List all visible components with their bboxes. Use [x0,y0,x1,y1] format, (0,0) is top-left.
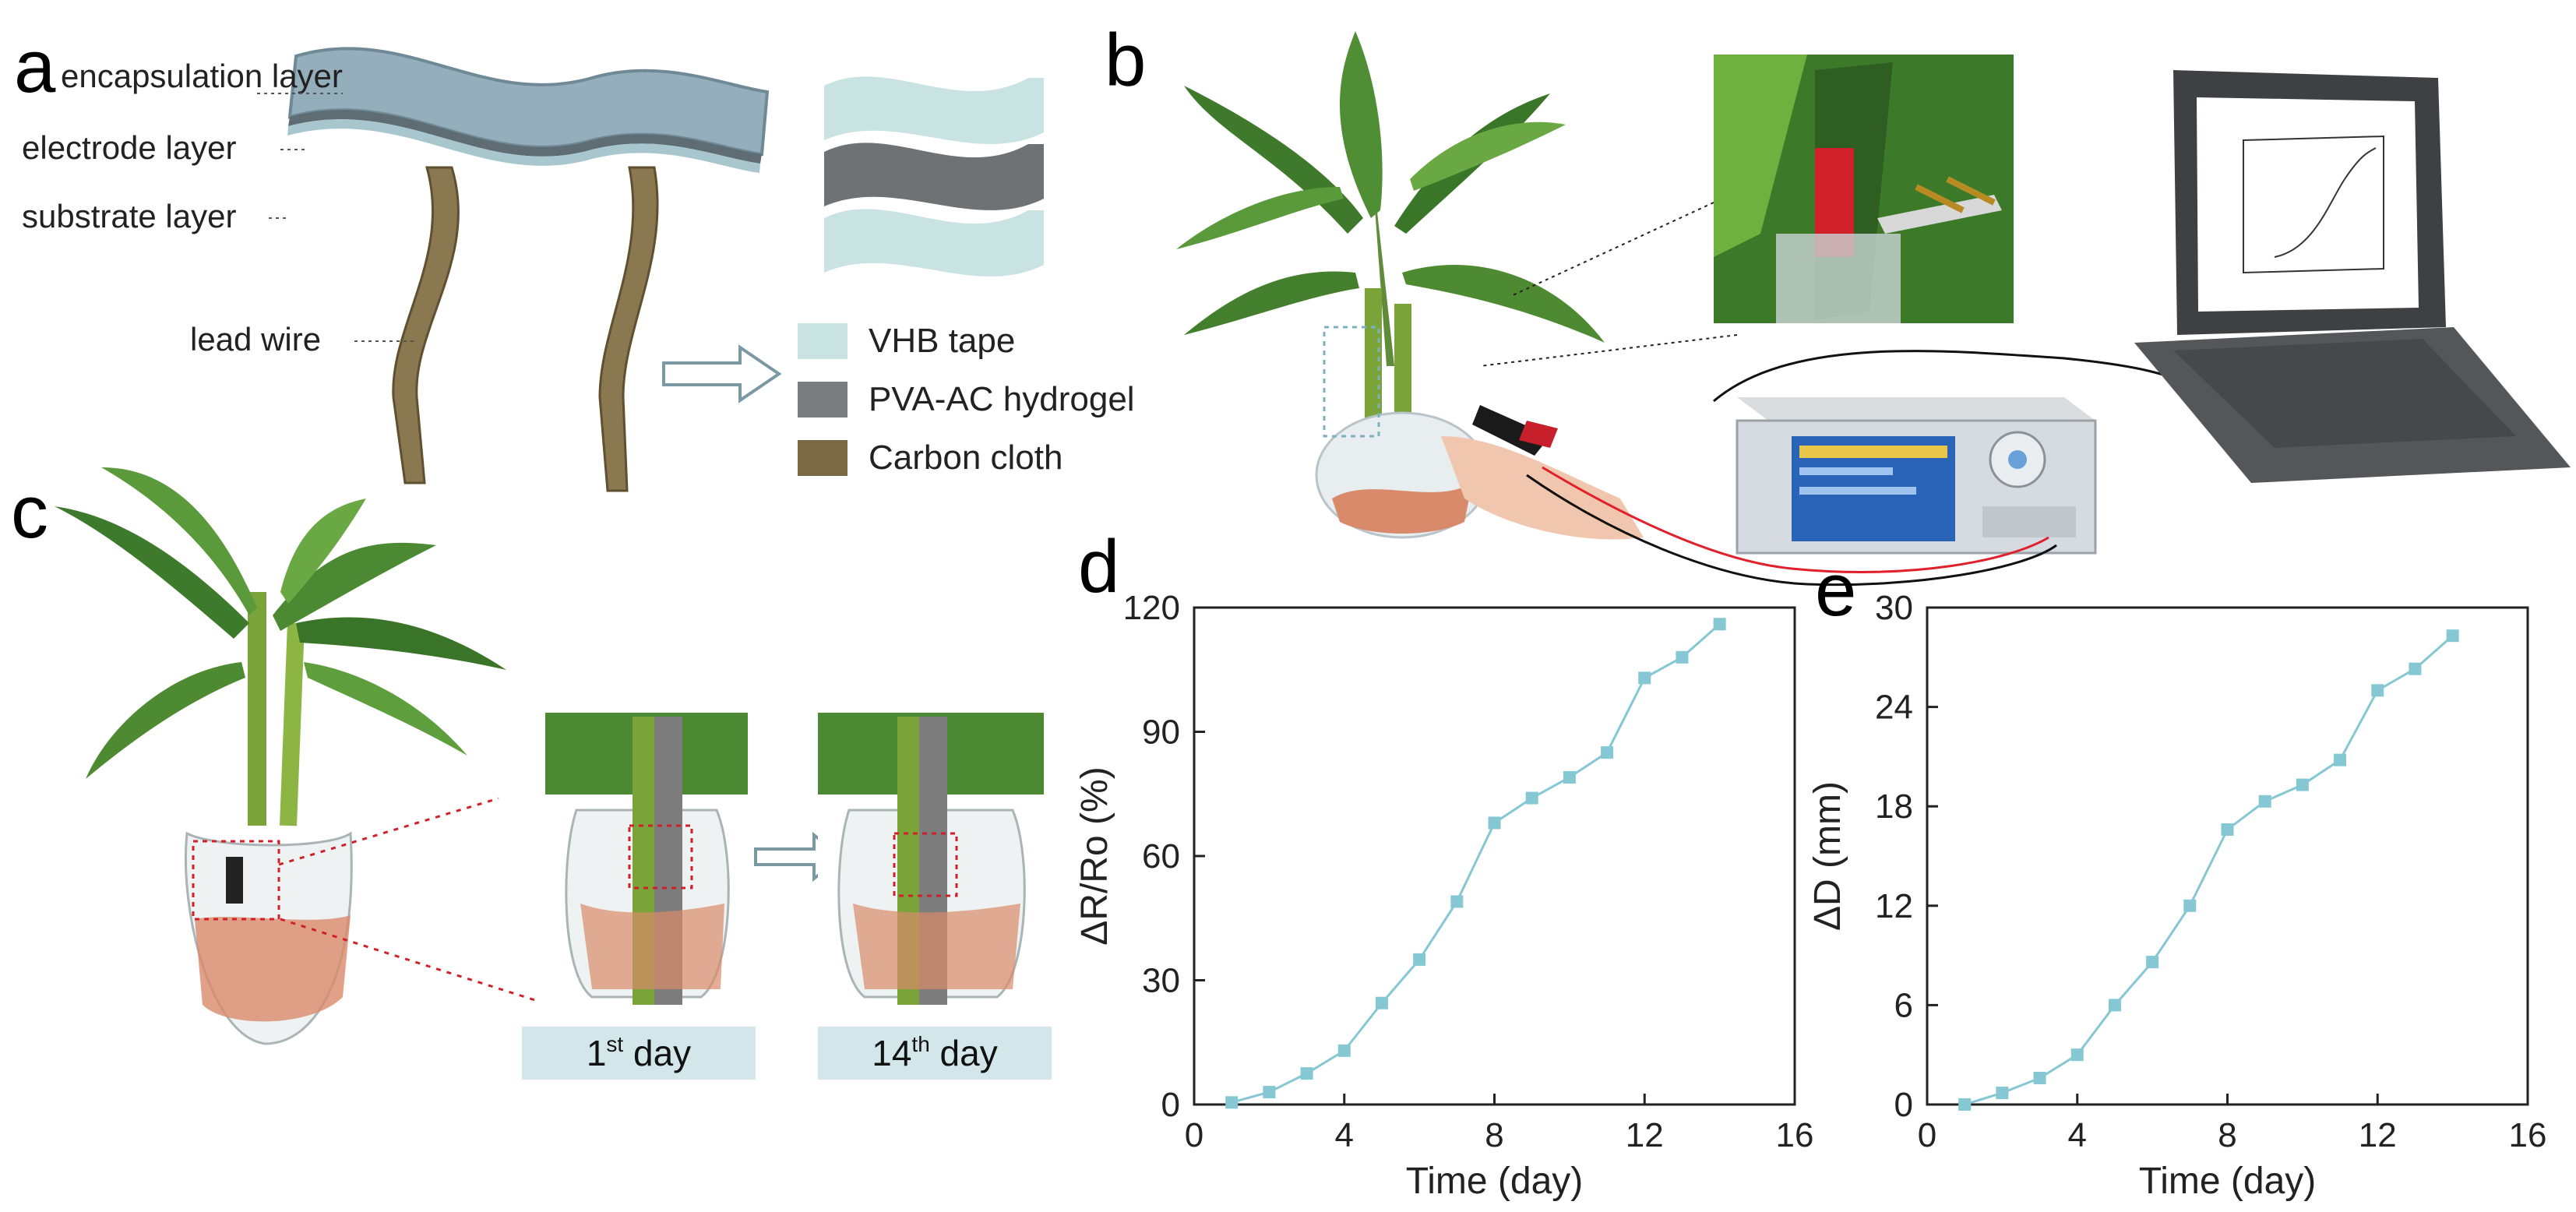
legend-swatch-vhb [798,323,848,359]
laptop-illustration [2134,70,2571,483]
data-point [2334,753,2347,766]
data-point [1525,791,1538,805]
plant-photo [1176,31,1605,539]
panel-letter-a: a [14,25,56,108]
y-tick-label: 0 [1161,1086,1180,1124]
legend-swatch-carbon [798,440,848,476]
panel-b: b [1105,19,2571,587]
x-tick-label: 8 [2218,1116,2236,1154]
data-point [1300,1067,1313,1080]
x-axis-label: Time (day) [2139,1161,2317,1202]
data-point [2221,823,2234,836]
material-legend: VHB tape PVA-AC hydrogel Carbon cloth [798,322,1135,477]
data-point [1450,895,1464,908]
x-tick-label: 12 [1626,1116,1664,1154]
panel-letter-e: e [1815,548,1856,632]
data-point [1638,671,1651,685]
legend-label-vhb: VHB tape [869,322,1015,360]
data-point [1225,1096,1239,1109]
y-axis-label: ΔR/Ro (%) [1074,766,1115,945]
y-tick-label: 30 [1142,962,1180,1000]
data-point [1996,1087,2009,1100]
x-tick-label: 0 [1185,1116,1203,1154]
y-tick-label: 30 [1875,589,1913,627]
y-tick-label: 60 [1142,837,1180,876]
panel-letter-d: d [1078,525,1119,608]
data-point [1563,770,1576,784]
data-point [1488,816,1501,830]
plot-frame [1193,606,1796,1106]
y-tick-label: 12 [1875,887,1913,925]
lead-wire-left [392,166,460,484]
lead-wire-right [598,166,659,492]
data-point [1375,996,1388,1009]
measurement-instrument [1526,350,2205,587]
series-line [1964,635,2454,1106]
inset-closeup-photo [1479,55,2014,367]
data-point [2183,899,2197,912]
hand-with-clips [1441,405,1644,540]
y-tick-label: 6 [1894,986,1913,1024]
data-point [1958,1098,1972,1111]
x-tick-label: 16 [1776,1116,1814,1154]
day14-photo [818,713,1044,1009]
x-tick-label: 4 [2068,1116,2087,1154]
day14-label: 14th day [872,1032,997,1073]
data-point [2146,956,2159,969]
data-point [1337,1044,1351,1057]
data-point [2033,1071,2046,1084]
plot-frame [1926,606,2529,1106]
data-point [1413,953,1426,966]
y-tick-label: 18 [1875,787,1913,826]
y-tick-label: 24 [1875,689,1913,727]
data-point [2409,662,2422,675]
panel-letter-c: c [11,470,48,554]
data-point [2070,1048,2084,1062]
x-axis-label: Time (day) [1406,1161,1584,1202]
data-point [1601,746,1614,759]
data-point [2446,629,2459,643]
y-tick-label: 0 [1894,1086,1913,1124]
y-tick-label: 120 [1123,589,1180,627]
data-point [1713,618,1726,631]
panel-letter-b: b [1105,19,1146,102]
data-point [2371,684,2384,697]
layer-label-substrate: substrate layer [22,198,236,234]
plant-vase-photo [55,467,538,1045]
day1-label-box [522,1027,756,1080]
legend-label-carbon: Carbon cloth [869,439,1062,477]
x-tick-label: 4 [1335,1116,1354,1154]
x-tick-label: 8 [1485,1116,1503,1154]
lead-wire-label: lead wire [190,321,321,358]
data-point [2258,794,2271,808]
legend-swatch-hydrogel [798,382,848,418]
y-axis-label: ΔD (mm) [1807,781,1848,931]
layer-label-electrode: electrode layer [22,129,236,166]
y-tick-label: 90 [1142,713,1180,752]
x-tick-label: 0 [1918,1116,1936,1154]
legend-label-hydrogel: PVA-AC hydrogel [869,380,1135,418]
day1-label: 1st day [587,1032,691,1073]
day14-label-box [818,1027,1052,1080]
series-line [1231,623,1721,1104]
exploded-layer-stack [824,76,1044,277]
sensor-strip-illustration [287,47,770,173]
day1-photo [545,713,748,1009]
x-tick-label: 12 [2359,1116,2397,1154]
layer-label-encapsulation: encapsulation layer [61,58,343,94]
arrow-to-legend [662,344,782,403]
panel-a: a encapsulation layer electrode layer su… [14,25,1135,492]
data-point [1263,1086,1276,1099]
data-point [2108,999,2121,1012]
data-point [2296,778,2309,791]
panel-c: c 1st day [11,467,1052,1080]
x-tick-label: 16 [2509,1116,2547,1154]
data-point [1676,650,1689,664]
